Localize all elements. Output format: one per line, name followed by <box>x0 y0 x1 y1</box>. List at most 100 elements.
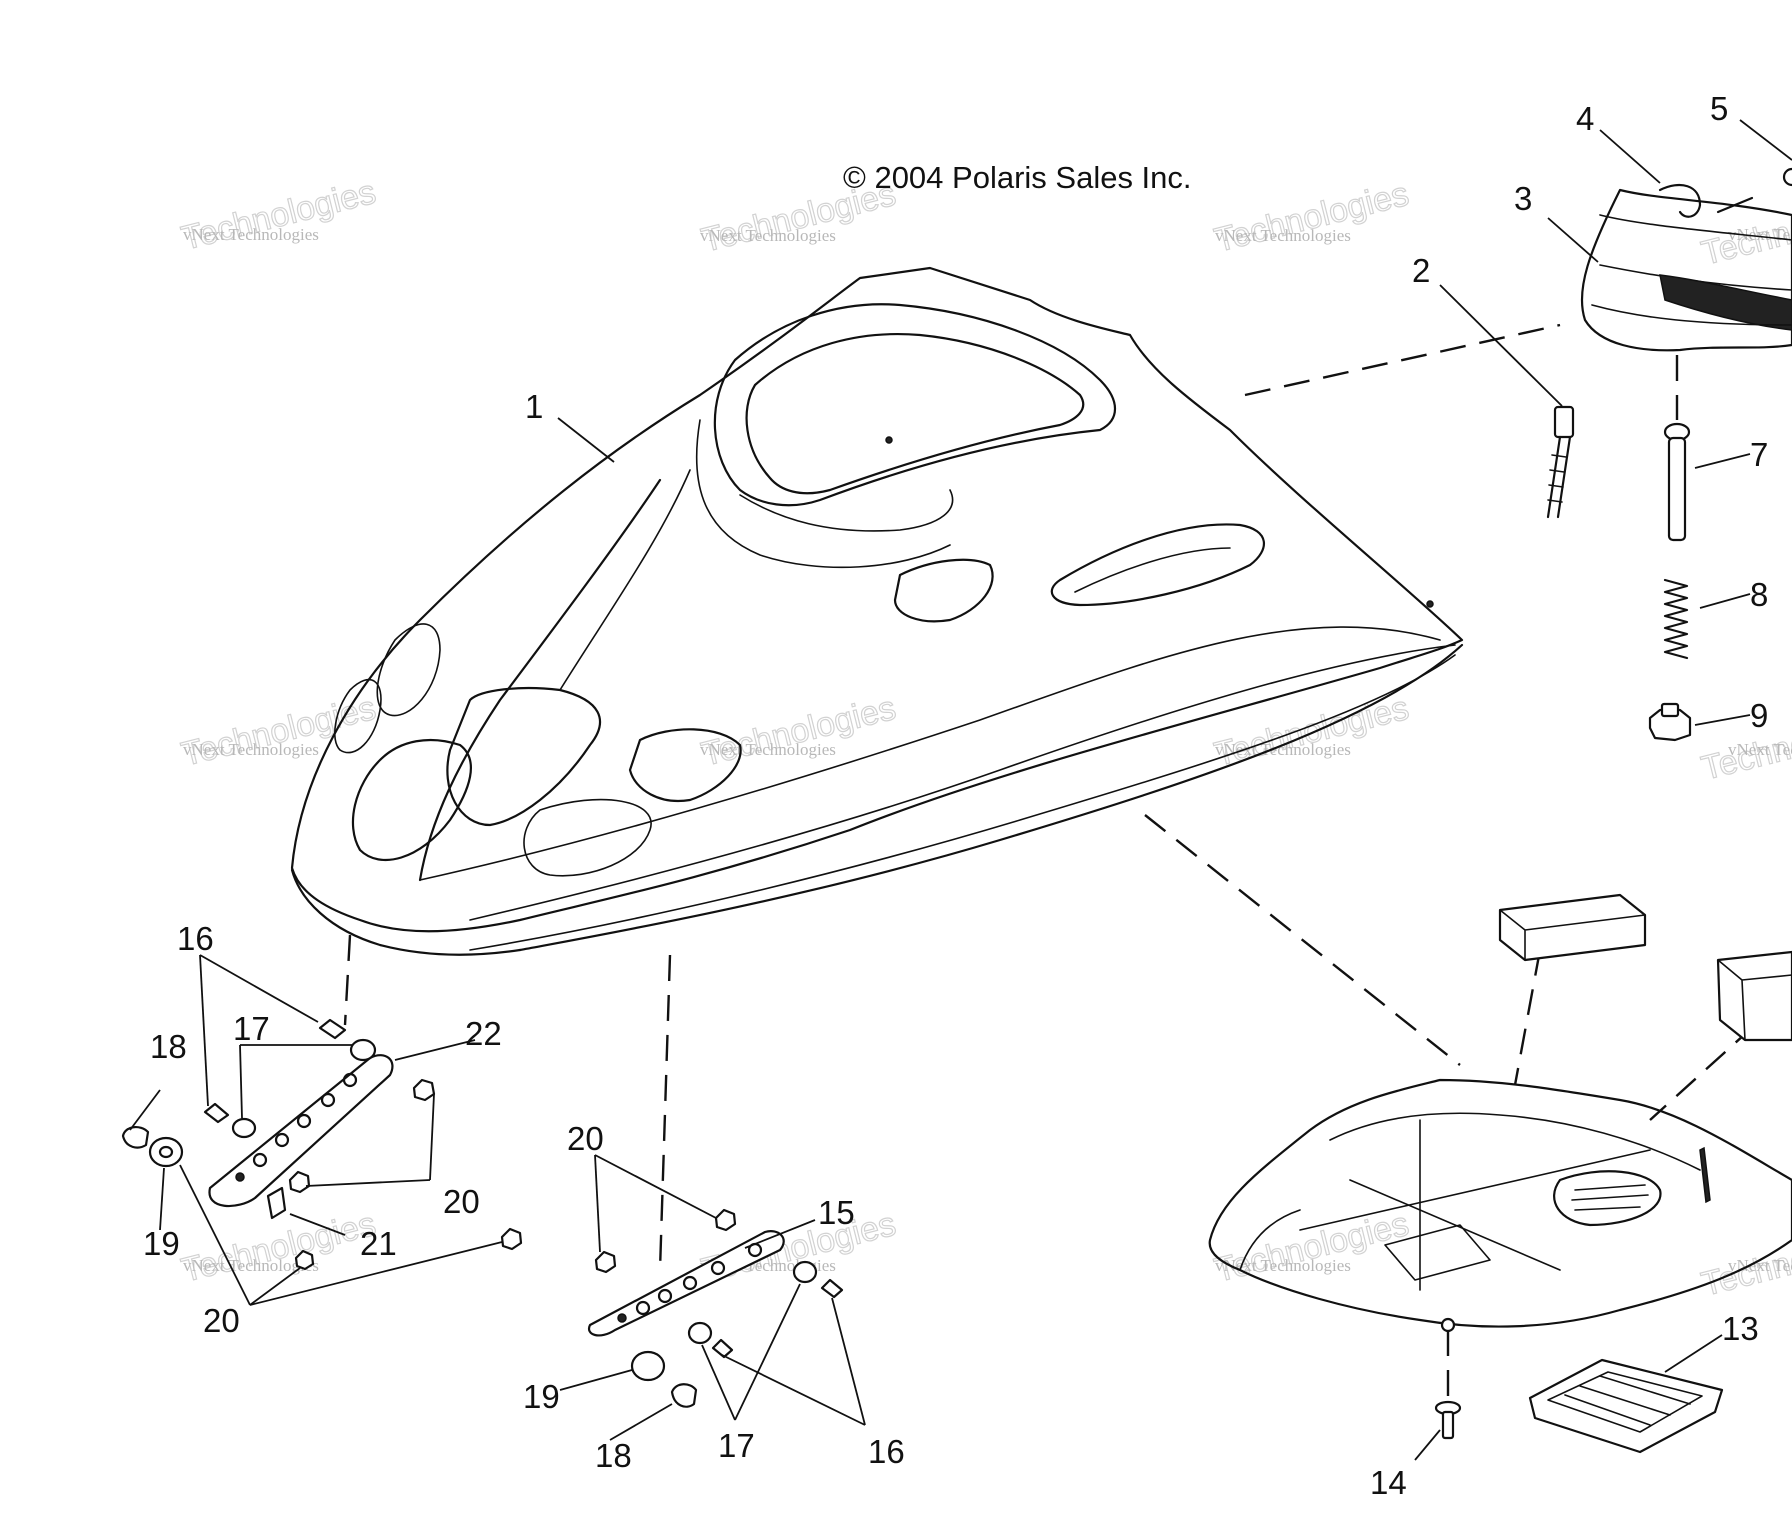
knob-part <box>670 1383 698 1408</box>
washer-part <box>687 1321 713 1345</box>
grommet-part <box>630 1350 666 1382</box>
callout-20: 20 <box>443 1183 480 1220</box>
callout-19: 19 <box>523 1378 560 1415</box>
leader-line <box>1716 196 1754 214</box>
watermark: Technologies <box>697 688 900 774</box>
watermark-text: vNext Technologies <box>1215 1256 1351 1275</box>
bolt-part <box>318 1018 347 1040</box>
clip-part <box>266 1186 287 1220</box>
watermark-text: vNext Technologies <box>700 740 836 759</box>
watermark: vNext Technologies <box>1728 225 1792 244</box>
watermark-text: vNext Technologies <box>183 225 319 244</box>
spring-part <box>1663 578 1689 660</box>
watermark-text: vNext Technologies <box>1728 1256 1792 1275</box>
washer-part <box>792 1260 818 1284</box>
watermark-text: vNext Technologies <box>1728 740 1792 759</box>
callout-labels: 1 2 3 4 5 7 8 9 13 14 15 16 16 17 17 18 … <box>143 90 1768 1501</box>
callout-14: 14 <box>1370 1464 1407 1501</box>
callout-18: 18 <box>150 1028 187 1065</box>
callout-15: 15 <box>818 1194 855 1231</box>
watermark: Technologies <box>1210 174 1413 260</box>
left-bracket-part <box>208 1054 394 1208</box>
right-bracket-part <box>587 1230 785 1337</box>
callout-22: 22 <box>465 1015 502 1052</box>
watermark: Technologies <box>177 688 380 774</box>
watermark: Technologies <box>1210 1204 1413 1290</box>
screw-part-5 <box>1782 167 1792 187</box>
callout-20: 20 <box>203 1302 240 1339</box>
watermark-outline-text: Technologies <box>1211 175 1413 260</box>
nut-part <box>294 1249 315 1271</box>
nut-part <box>594 1250 617 1274</box>
watermark: Technologies <box>177 172 380 258</box>
watermark-outline-text: Technologies <box>178 1205 380 1290</box>
watermark-group: Technologies vNext Technologies Technolo… <box>177 172 1792 1304</box>
knob-part <box>121 1126 150 1149</box>
dash-line <box>1649 1024 1756 1121</box>
watermark: vNext Technologies <box>1728 740 1792 759</box>
callout-17: 17 <box>233 1010 270 1047</box>
callout-9: 9 <box>1750 697 1768 734</box>
dash-line <box>343 934 352 1026</box>
bolt-part <box>203 1102 230 1124</box>
callout-7: 7 <box>1750 436 1768 473</box>
watermark-text: vNext Technologies <box>1215 740 1351 759</box>
callout-4: 4 <box>1576 100 1594 137</box>
callout-8: 8 <box>1750 576 1768 613</box>
callout-2: 2 <box>1412 252 1430 289</box>
watermark-text: vNext Technologies <box>1728 225 1792 244</box>
foam-block-part <box>1498 893 1647 962</box>
watermark-text: vNext Technologies <box>1215 226 1351 245</box>
callout-5: 5 <box>1710 90 1728 127</box>
callout-19: 19 <box>143 1225 180 1262</box>
grommet-part <box>148 1136 184 1168</box>
nut-part <box>412 1078 436 1102</box>
nut-part <box>714 1208 737 1232</box>
callout-20: 20 <box>567 1120 604 1157</box>
watermark: vNext Technologies <box>183 225 319 244</box>
callout-1: 1 <box>525 388 543 425</box>
watermark: vNext Technologies <box>183 1256 319 1275</box>
watermark-outline-text: Technologies <box>1211 1205 1413 1290</box>
callout-17: 17 <box>718 1427 755 1464</box>
callout-3: 3 <box>1514 180 1532 217</box>
grille-part <box>1528 1358 1724 1454</box>
dash-line <box>1513 949 1542 1086</box>
watermark-outline-text: Technologies <box>178 689 380 774</box>
screw-part <box>1434 1400 1462 1440</box>
hood-part <box>290 266 1464 956</box>
dash-line <box>658 954 672 1271</box>
watermark: vNext Technologies <box>700 740 836 759</box>
callout-16: 16 <box>868 1433 905 1470</box>
pin-part <box>1663 422 1691 542</box>
leader-lines <box>129 119 1792 1461</box>
bolt-part <box>820 1278 844 1299</box>
watermark: vNext Technologies <box>1215 1256 1351 1275</box>
nut-part <box>288 1170 311 1194</box>
watermark: Technologies <box>177 1204 380 1290</box>
watermark-text: vNext Technologies <box>183 740 319 759</box>
copyright-text: © 2004 Polaris Sales Inc. <box>843 160 1192 195</box>
windshield-part <box>1580 188 1792 352</box>
nut-part <box>500 1227 523 1251</box>
watermark-text: vNext Technologies <box>700 226 836 245</box>
washer-part <box>231 1117 257 1139</box>
dash-line <box>1144 814 1461 1066</box>
clip-part-4 <box>1658 183 1702 218</box>
callout-16: 16 <box>177 920 214 957</box>
callout-18: 18 <box>595 1437 632 1474</box>
watermark: vNext Technologies <box>1215 226 1351 245</box>
grommet-part <box>158 1145 174 1159</box>
cord-part <box>1546 405 1575 519</box>
watermark: vNext Technologies <box>700 226 836 245</box>
washer-part <box>349 1038 377 1062</box>
watermark: vNext Technologies <box>1215 740 1351 759</box>
foam-block-part <box>1716 950 1792 1042</box>
watermark: vNext Technologies <box>1728 1256 1792 1275</box>
watermark: vNext Technologies <box>183 740 319 759</box>
watermark-text: vNext Technologies <box>183 1256 319 1275</box>
knob-part <box>1648 702 1692 742</box>
watermark-outline-text: Technologies <box>178 173 380 258</box>
dash-line <box>1244 323 1561 397</box>
